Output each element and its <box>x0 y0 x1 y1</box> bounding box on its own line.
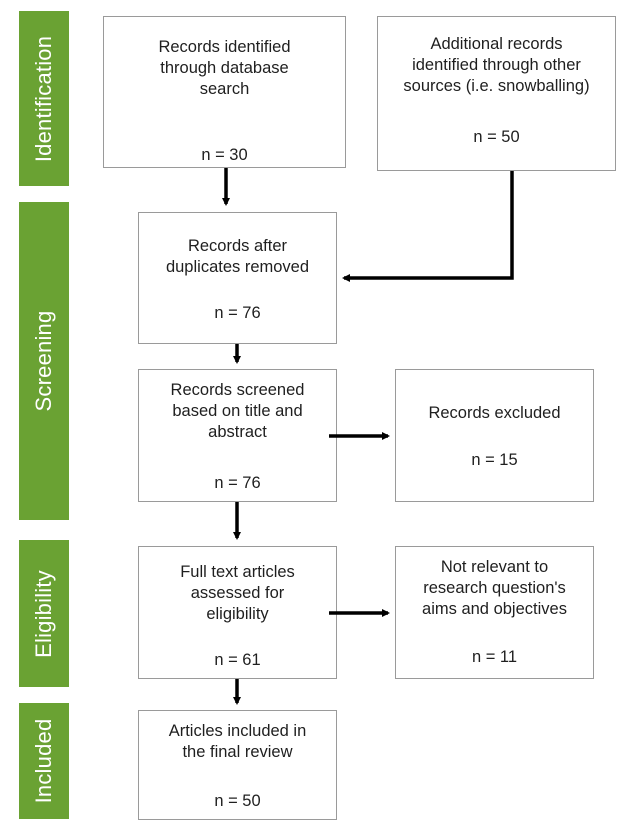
included-count: n = 50 <box>214 792 261 810</box>
duplicates-removed-text: Records after duplicates removed <box>165 237 310 276</box>
screened-text: Records screened based on title and abst… <box>170 381 305 441</box>
other-sources-count: n = 50 <box>473 128 520 146</box>
full-text-count: n = 61 <box>214 651 261 669</box>
box-database-search: Records identified through database sear… <box>103 16 346 168</box>
phase-screening: Screening <box>19 202 69 520</box>
box-other-sources: Additional records identified through ot… <box>377 16 616 171</box>
database-search-text: Records identified through database sear… <box>158 38 291 98</box>
box-screened: Records screened based on title and abst… <box>138 369 337 502</box>
box-not-relevant: Not relevant to research question's aims… <box>395 546 594 679</box>
database-search-count: n = 30 <box>201 146 248 164</box>
not-relevant-text: Not relevant to research question's aims… <box>422 558 567 618</box>
phase-identification: Identification <box>19 11 69 186</box>
not-relevant-count: n = 11 <box>471 648 518 666</box>
full-text-text: Full text articles assessed for eligibil… <box>180 563 295 623</box>
box-excluded: Records excluded n = 15 <box>395 369 594 502</box>
other-sources-text: Additional records identified through ot… <box>403 35 590 95</box>
phase-eligibility: Eligibility <box>19 540 69 687</box>
included-text: Articles included in the final review <box>168 722 307 761</box>
phase-included: Included <box>19 703 69 819</box>
screened-count: n = 76 <box>214 474 261 492</box>
box-full-text: Full text articles assessed for eligibil… <box>138 546 337 679</box>
box-duplicates-removed: Records after duplicates removed n = 76 <box>138 212 337 344</box>
excluded-count: n = 15 <box>471 451 518 469</box>
excluded-text: Records excluded <box>428 404 561 422</box>
box-included: Articles included in the final review n … <box>138 710 337 820</box>
duplicates-removed-count: n = 76 <box>214 304 261 322</box>
arrow-other-to-duplicates <box>342 171 514 282</box>
